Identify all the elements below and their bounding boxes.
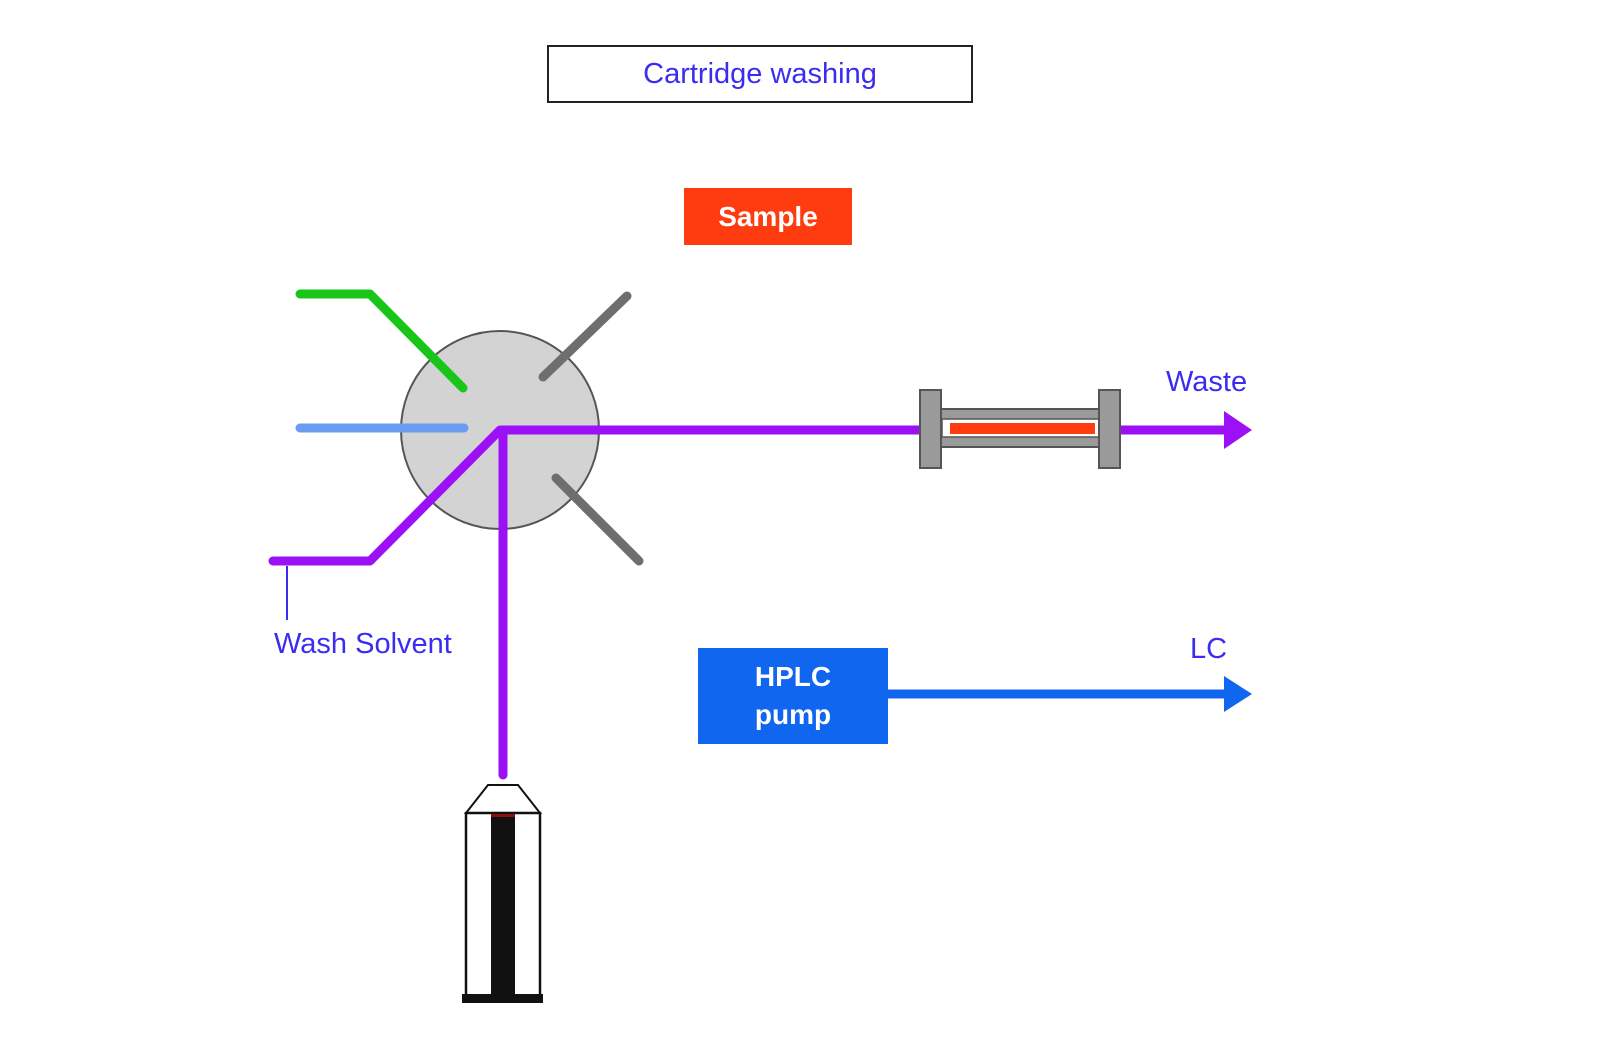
wash-solvent-line [268,425,930,566]
cartridge-sample-fill [950,423,1095,434]
waste-label: Waste [1166,366,1248,398]
lc-arrow-icon [1224,676,1252,712]
cartridge [919,389,1121,469]
wash-solvent-label: Wash Solvent [274,628,452,660]
idle-port-upper [538,291,632,382]
green-line [295,289,468,393]
idle-port-lower [551,473,644,566]
pump-label-line1: HPLC [754,661,832,692]
sample-label: Sample [684,188,852,245]
diagram-title: Cartridge washing [547,45,973,103]
sample-vial [462,784,543,1003]
pump-label-line2: pump [754,699,832,730]
hplc-pump: HPLC pump [698,648,888,744]
waste-arrow-icon [1224,411,1252,449]
lc-label: LC [1190,633,1228,665]
